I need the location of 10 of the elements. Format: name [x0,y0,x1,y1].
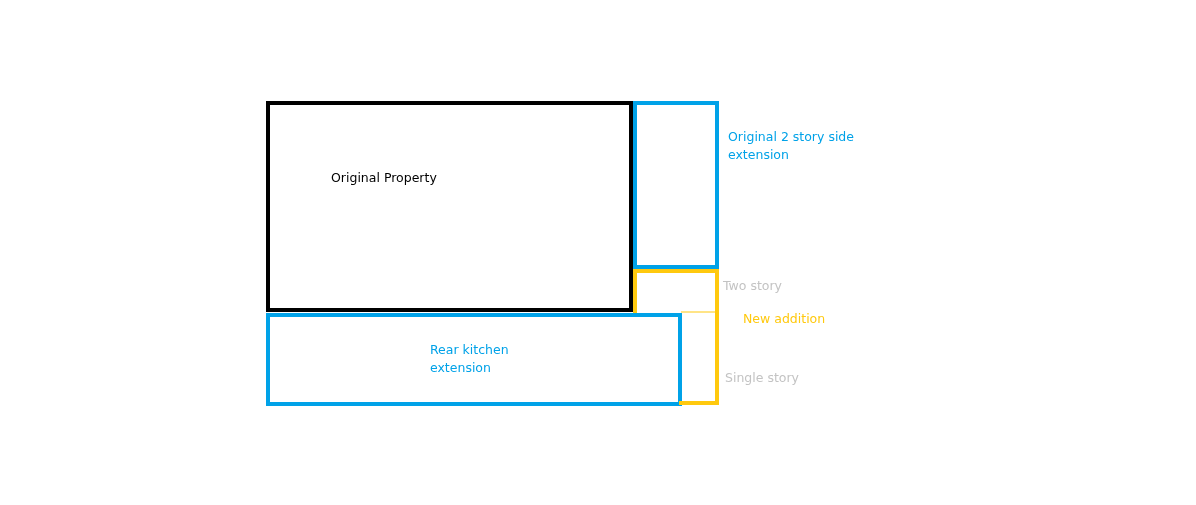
room-label: New addition [743,310,827,328]
room-outline [633,101,719,269]
room-label: Rear kitchen extension [430,341,510,377]
room-label: Original Property [331,169,438,187]
room-outline [633,269,719,406]
room-label: Original 2 story side extension [728,128,855,164]
room-outline [266,101,633,312]
room-label: Two story [723,277,783,295]
room-outline [266,313,682,406]
room-label: Single story [725,369,800,387]
